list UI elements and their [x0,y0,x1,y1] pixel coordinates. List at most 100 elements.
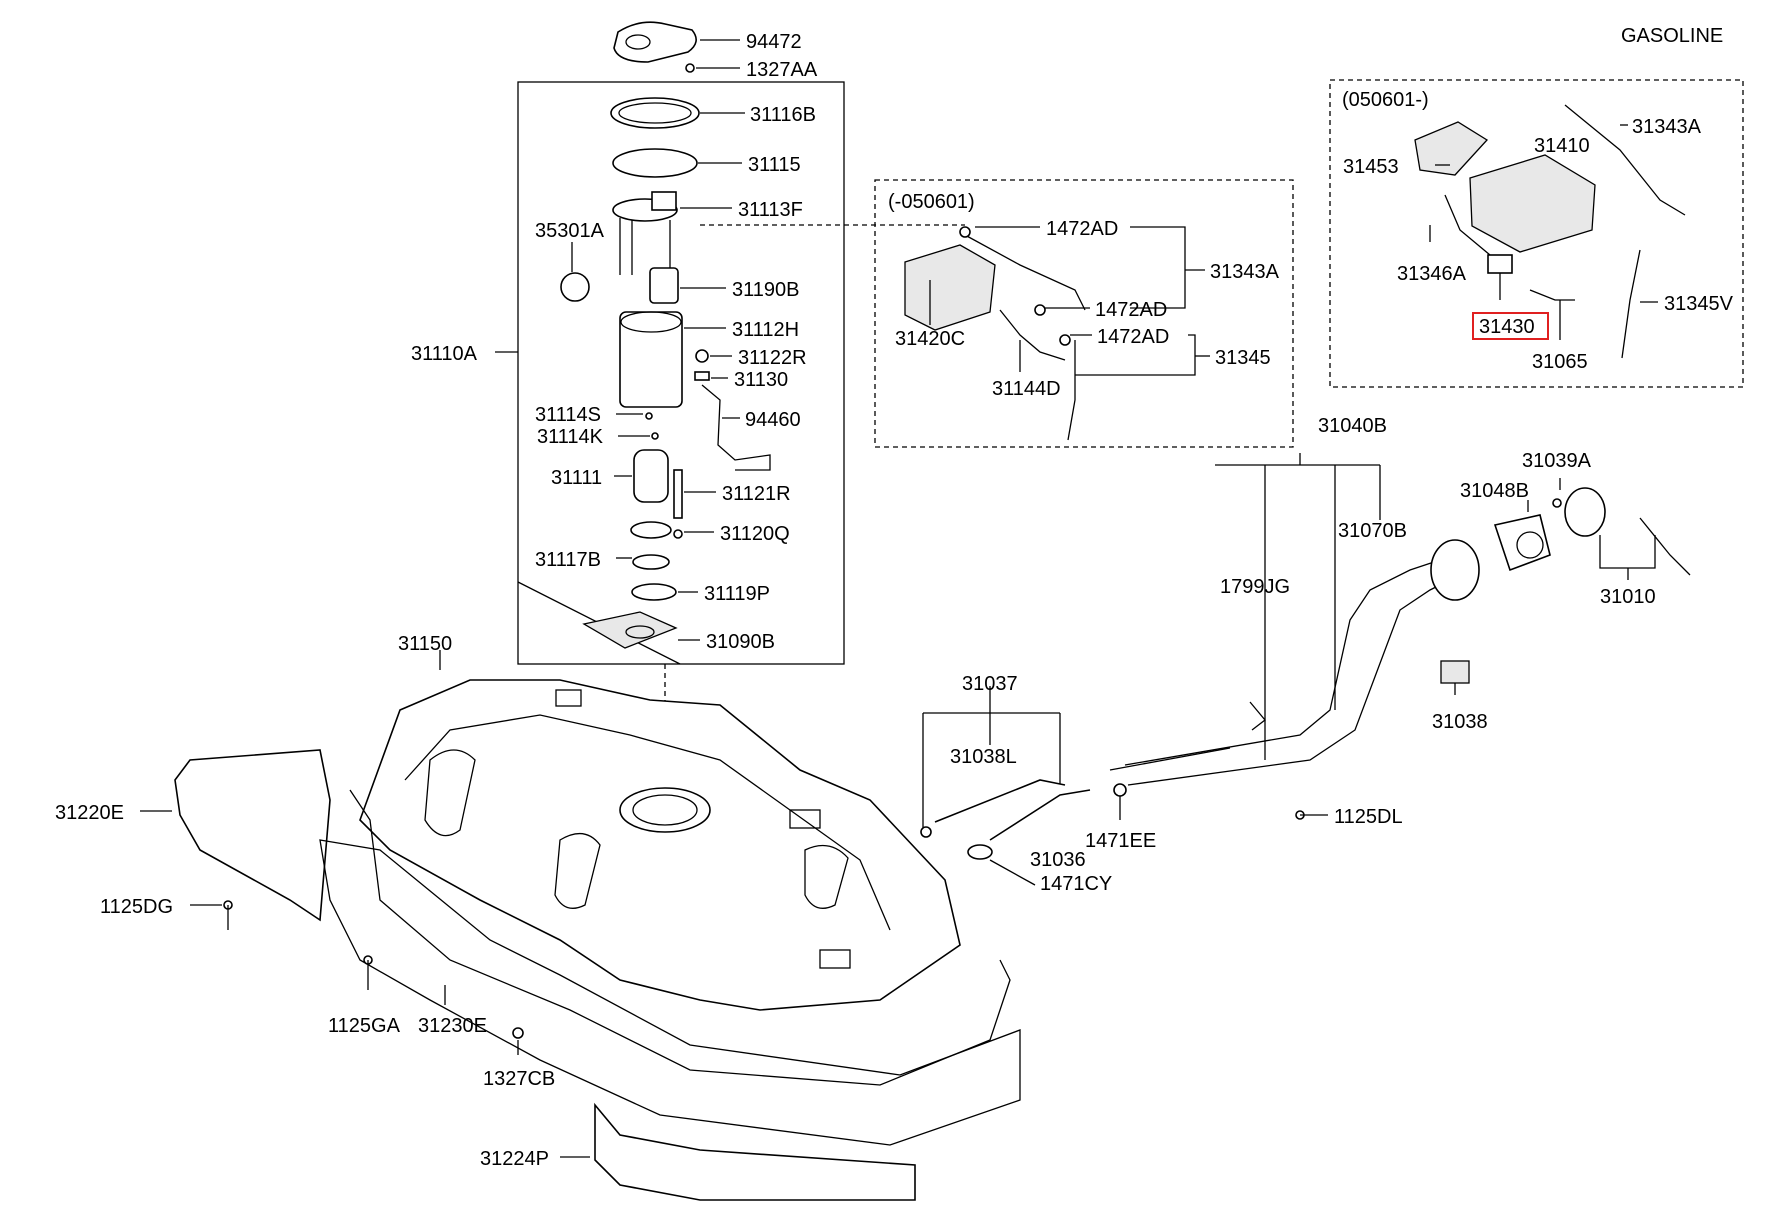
regulator-35301A-shape [560,272,590,302]
label-1327CB: 1327CB [483,1068,555,1090]
label-94472: 94472 [746,31,802,53]
label-31037: 31037 [962,673,1018,695]
shields-group: 31220E 1125DG 1125GA 31230E 1327CB 31224… [55,749,1021,1201]
label-31036: 31036 [1030,849,1086,871]
label-31121R: 31121R [722,483,791,505]
clamp-hose-1 [920,826,932,838]
label-31065: 31065 [1532,351,1588,373]
tank-pad-2 [789,809,821,829]
label-1125DL: 1125DL [1334,806,1403,828]
label-31048B: 31048B [1460,480,1529,502]
clamp-31119P-shape [631,583,677,601]
label-31010: 31010 [1600,586,1656,608]
part-31114S-shape [645,412,653,420]
clamp-1472AD-c [1059,334,1071,346]
label-31112H: 31112H [732,319,799,341]
strainer-31111-shape [633,449,669,503]
filler-neck-mouth [1430,539,1480,601]
label-plate-31038-shape [1440,660,1470,684]
label-1472AD-b: 1472AD [1095,299,1167,321]
label-31410: 31410 [1534,135,1590,157]
connector-31130-shape [694,371,710,381]
label-31190B: 31190B [732,279,799,301]
oring-31122R-shape [695,349,709,363]
nut-1327CB-shape [512,1027,524,1039]
tank-pad-3 [819,949,851,969]
label-31114S: 31114S [535,404,601,426]
bracket-31453-shape [1414,121,1489,176]
clamp-1472AD-a [959,226,971,238]
filler-pipe-corrugation [1109,747,1231,771]
label-31119P: 31119P [704,583,770,605]
shield-31230E-shape [319,839,1021,1146]
label-31122R: 31122R [738,347,807,369]
label-31420C: 31420C [895,328,965,350]
hose-bracket-lines [922,712,1061,830]
pump-module-frame [517,81,845,665]
cover-94472-shape [613,21,697,63]
tank-pad-1 [555,689,582,707]
tank-flange-lower [349,789,1011,1086]
hose-31144D-shape [999,309,1066,361]
label-35301A: 35301A [535,220,605,242]
label-31113F: 31113F [738,199,803,221]
clamp-1471EE-shape [1113,783,1127,797]
hose-31065-shape [1529,289,1575,301]
hose-31345-shape [1067,340,1076,441]
hose-31343A-shape [964,234,1086,311]
fuel-pump-module-group [517,21,845,800]
label-94460: 94460 [745,409,801,431]
filter-31190B-shape [649,267,679,304]
fuel-tank-group: 31150 [349,633,1011,1086]
sender-94460-shape [701,384,771,471]
label-1472AD-c: 1472AD [1097,326,1169,348]
nut-1327AA-shape [685,63,695,73]
label-31430[interactable]: 31430 [1479,316,1535,338]
tank-rib-2 [554,833,601,909]
label-1125DG: 1125DG [100,896,173,918]
canister-before-group: (-050601) 1472AD 31343A 1472AD 31420C 14… [700,179,1294,448]
engine-type-label: GASOLINE [1621,25,1723,47]
label-1125GA: 1125GA [328,1015,401,1037]
label-31038: 31038 [1432,711,1488,733]
label-31111: 31111 [551,467,602,489]
shield-31224P-shape [594,1102,916,1201]
label-31345V: 31345V [1664,293,1734,315]
highlight-box-31430 [1472,312,1549,340]
date-before-label: (-050601) [888,191,975,213]
label-31144D: 31144D [992,378,1061,400]
hose-31345V-shape [1621,249,1641,359]
fuel-cap-31010-shape [1564,487,1606,537]
label-31343A-left: 31343A [1210,261,1280,283]
gasket-31115-shape [612,148,698,178]
hose-31036-shape [989,789,1091,841]
filler-pipe-outline-a [1124,559,1441,766]
date-after-label: (050601-) [1342,89,1429,111]
cap-tether-shape [1639,517,1691,576]
pad-31090B-hole [625,625,655,639]
label-31115: 31115 [748,154,801,176]
pump-module-labels: 94472 1327AA 31116B 31115 31113F 35301A … [411,31,818,653]
label-31117B: 31117B [535,549,601,571]
tank-rib-1 [424,749,476,837]
label-31230E: 31230E [418,1015,487,1037]
label-31039A: 31039A [1522,450,1592,472]
pump-body-top [620,311,682,333]
label-31040B: 31040B [1318,415,1387,437]
tank-31150-body [359,679,961,1011]
label-31110A: 31110A [411,343,478,365]
label-31116B: 31116B [750,104,816,126]
hose-31343A-right-shape [1564,104,1686,216]
valve-31430-shape [1487,254,1513,274]
label-31150: 31150 [398,633,452,655]
gasket-31048B-hole [1516,531,1544,559]
label-1327AA: 1327AA [746,59,818,81]
label-1472AD-a: 1472AD [1046,218,1118,240]
label-31090B: 31090B [706,631,775,653]
rod-31121R-shape [673,469,683,519]
label-31114K: 31114K [537,426,604,448]
label-31224P: 31224P [480,1148,549,1170]
clamp-1472AD-b [1034,304,1046,316]
flange-31113F-port [651,191,677,211]
ring-31117B-lower [632,554,670,570]
